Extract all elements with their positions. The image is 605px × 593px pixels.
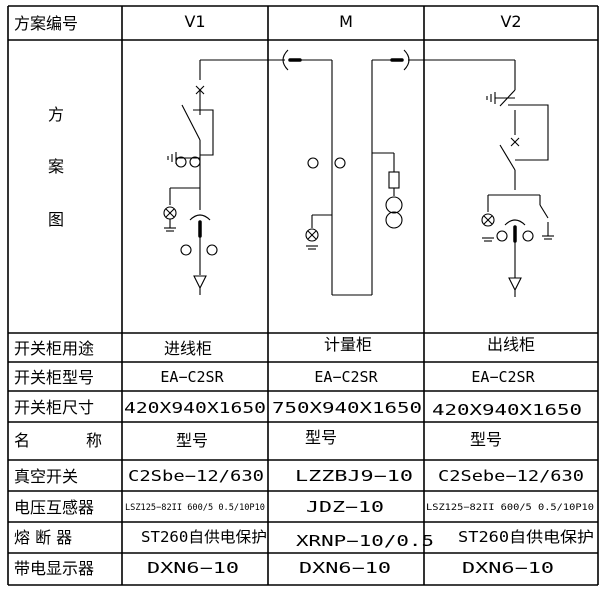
vacuum-switch-m: LZZBJ9−10 bbox=[295, 467, 413, 485]
scheme-v2-label: V2 bbox=[500, 12, 521, 31]
live-display-m: DXN6−10 bbox=[299, 559, 391, 577]
usage-m: 计量柜 bbox=[324, 335, 372, 354]
usage-v1: 进线柜 bbox=[164, 339, 212, 358]
row-label-size: 开关柜尺寸 bbox=[14, 398, 94, 417]
table-grid bbox=[7, 5, 599, 586]
diagram-label-char-2: 案 bbox=[48, 157, 64, 176]
row-label-fuse: 熔 断 器 bbox=[14, 528, 72, 547]
row-label-model: 开关柜型号 bbox=[14, 368, 94, 387]
row-label-live-display: 带电显示器 bbox=[14, 559, 94, 578]
scheme-m-label: M bbox=[339, 12, 353, 31]
row-label-name: 名 称 bbox=[14, 431, 102, 450]
diagram-label-char-1: 方 bbox=[48, 105, 64, 124]
live-display-v2: DXN6−10 bbox=[462, 559, 554, 577]
row-label-usage: 开关柜用途 bbox=[14, 339, 94, 358]
diagram-label-char-3: 图 bbox=[48, 210, 64, 229]
fuse-v1: ST260自供电保护 bbox=[141, 528, 267, 546]
type-header-v2: 型号 bbox=[470, 430, 502, 449]
type-header-v1: 型号 bbox=[176, 431, 208, 450]
v2-outgoing-diagram bbox=[481, 60, 554, 297]
fuse-v2: ST260自供电保护 bbox=[458, 528, 594, 546]
header-label: 方案编号 bbox=[14, 14, 78, 33]
voltage-transformer-v2: LSZ125−82II 600/5 0.5/10P10 bbox=[426, 503, 594, 513]
usage-v2: 出线柜 bbox=[487, 335, 535, 354]
fuse-m: XRNP−10/0.5 bbox=[296, 532, 434, 550]
model-v2: EA−C2SR bbox=[471, 368, 535, 386]
size-m: 750X940X1650 bbox=[272, 399, 422, 417]
busbar-link bbox=[200, 49, 515, 296]
scheme-v1-label: V1 bbox=[184, 12, 205, 31]
size-v2: 420X940X1650 bbox=[432, 401, 582, 419]
live-display-v1: DXN6−10 bbox=[147, 559, 239, 577]
size-v1: 420X940X1650 bbox=[124, 399, 266, 417]
m-metering-diagram bbox=[305, 152, 403, 250]
row-label-voltage-transformer: 电压互感器 bbox=[14, 498, 94, 517]
row-label-vacuum-switch: 真空开关 bbox=[14, 467, 78, 486]
vacuum-switch-v1: C2Sbe−12/630 bbox=[128, 467, 264, 485]
vacuum-switch-v2: C2Sebe−12/630 bbox=[438, 467, 584, 485]
type-header-m: 型号 bbox=[305, 428, 337, 447]
model-v1: EA−C2SR bbox=[160, 368, 224, 386]
voltage-transformer-m: JDZ−10 bbox=[306, 498, 384, 516]
voltage-transformer-v1: LSZ125−82II 600/5 0.5/10P10 bbox=[125, 503, 265, 513]
v1-incoming-diagram bbox=[163, 60, 218, 295]
model-m: EA−C2SR bbox=[314, 368, 378, 386]
